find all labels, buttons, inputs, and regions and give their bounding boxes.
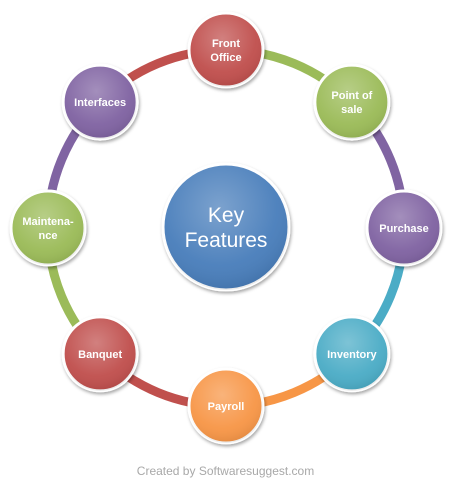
node-front-office-shine: [189, 13, 263, 87]
node-maintenance-label-line: nce: [39, 230, 58, 242]
node-banquet: Banquet: [61, 315, 139, 393]
node-maintenance: Maintena-nce: [9, 189, 87, 267]
node-interfaces: Interfaces: [61, 63, 139, 141]
node-purchase: Purchase: [365, 189, 443, 267]
node-banquet-label: Banquet: [78, 349, 122, 361]
node-point-of-sale-label-line: Point of: [331, 90, 372, 102]
node-purchase-label: Purchase: [379, 223, 429, 235]
node-interfaces-label: Interfaces: [74, 97, 126, 109]
center-circle-group-shine: [163, 164, 289, 290]
credit-text: Created by Softwaresuggest.com: [136, 464, 315, 478]
node-front-office-label-line: Office: [210, 52, 241, 64]
center-label-line: Key: [208, 204, 245, 227]
node-inventory-shine: [314, 316, 389, 391]
node-inventory-label-line: Inventory: [327, 349, 377, 361]
node-payroll: Payroll: [187, 367, 265, 445]
node-maintenance-label: Maintena-nce: [22, 216, 74, 242]
node-inventory: Inventory: [313, 315, 391, 393]
node-payroll-shine: [189, 369, 263, 443]
node-point-of-sale-label-line: sale: [341, 104, 362, 116]
node-payroll-label-line: Payroll: [208, 401, 245, 413]
node-purchase-shine: [367, 191, 441, 265]
node-inventory-label: Inventory: [327, 349, 377, 361]
node-purchase-label-line: Purchase: [379, 223, 429, 235]
node-banquet-shine: [63, 316, 138, 391]
node-front-office-label-line: Front: [212, 38, 240, 50]
node-point-of-sale-shine: [314, 65, 389, 140]
node-interfaces-label-line: Interfaces: [74, 97, 126, 109]
node-banquet-label-line: Banquet: [78, 349, 122, 361]
node-maintenance-shine: [11, 191, 85, 265]
node-maintenance-label-line: Maintena-: [22, 216, 74, 228]
center-label-line: Features: [185, 229, 268, 252]
node-interfaces-shine: [63, 65, 138, 140]
node-point-of-sale: Point of sale: [313, 63, 391, 141]
node-point-of-sale-label: Point of sale: [331, 90, 372, 116]
node-payroll-label: Payroll: [208, 401, 245, 413]
